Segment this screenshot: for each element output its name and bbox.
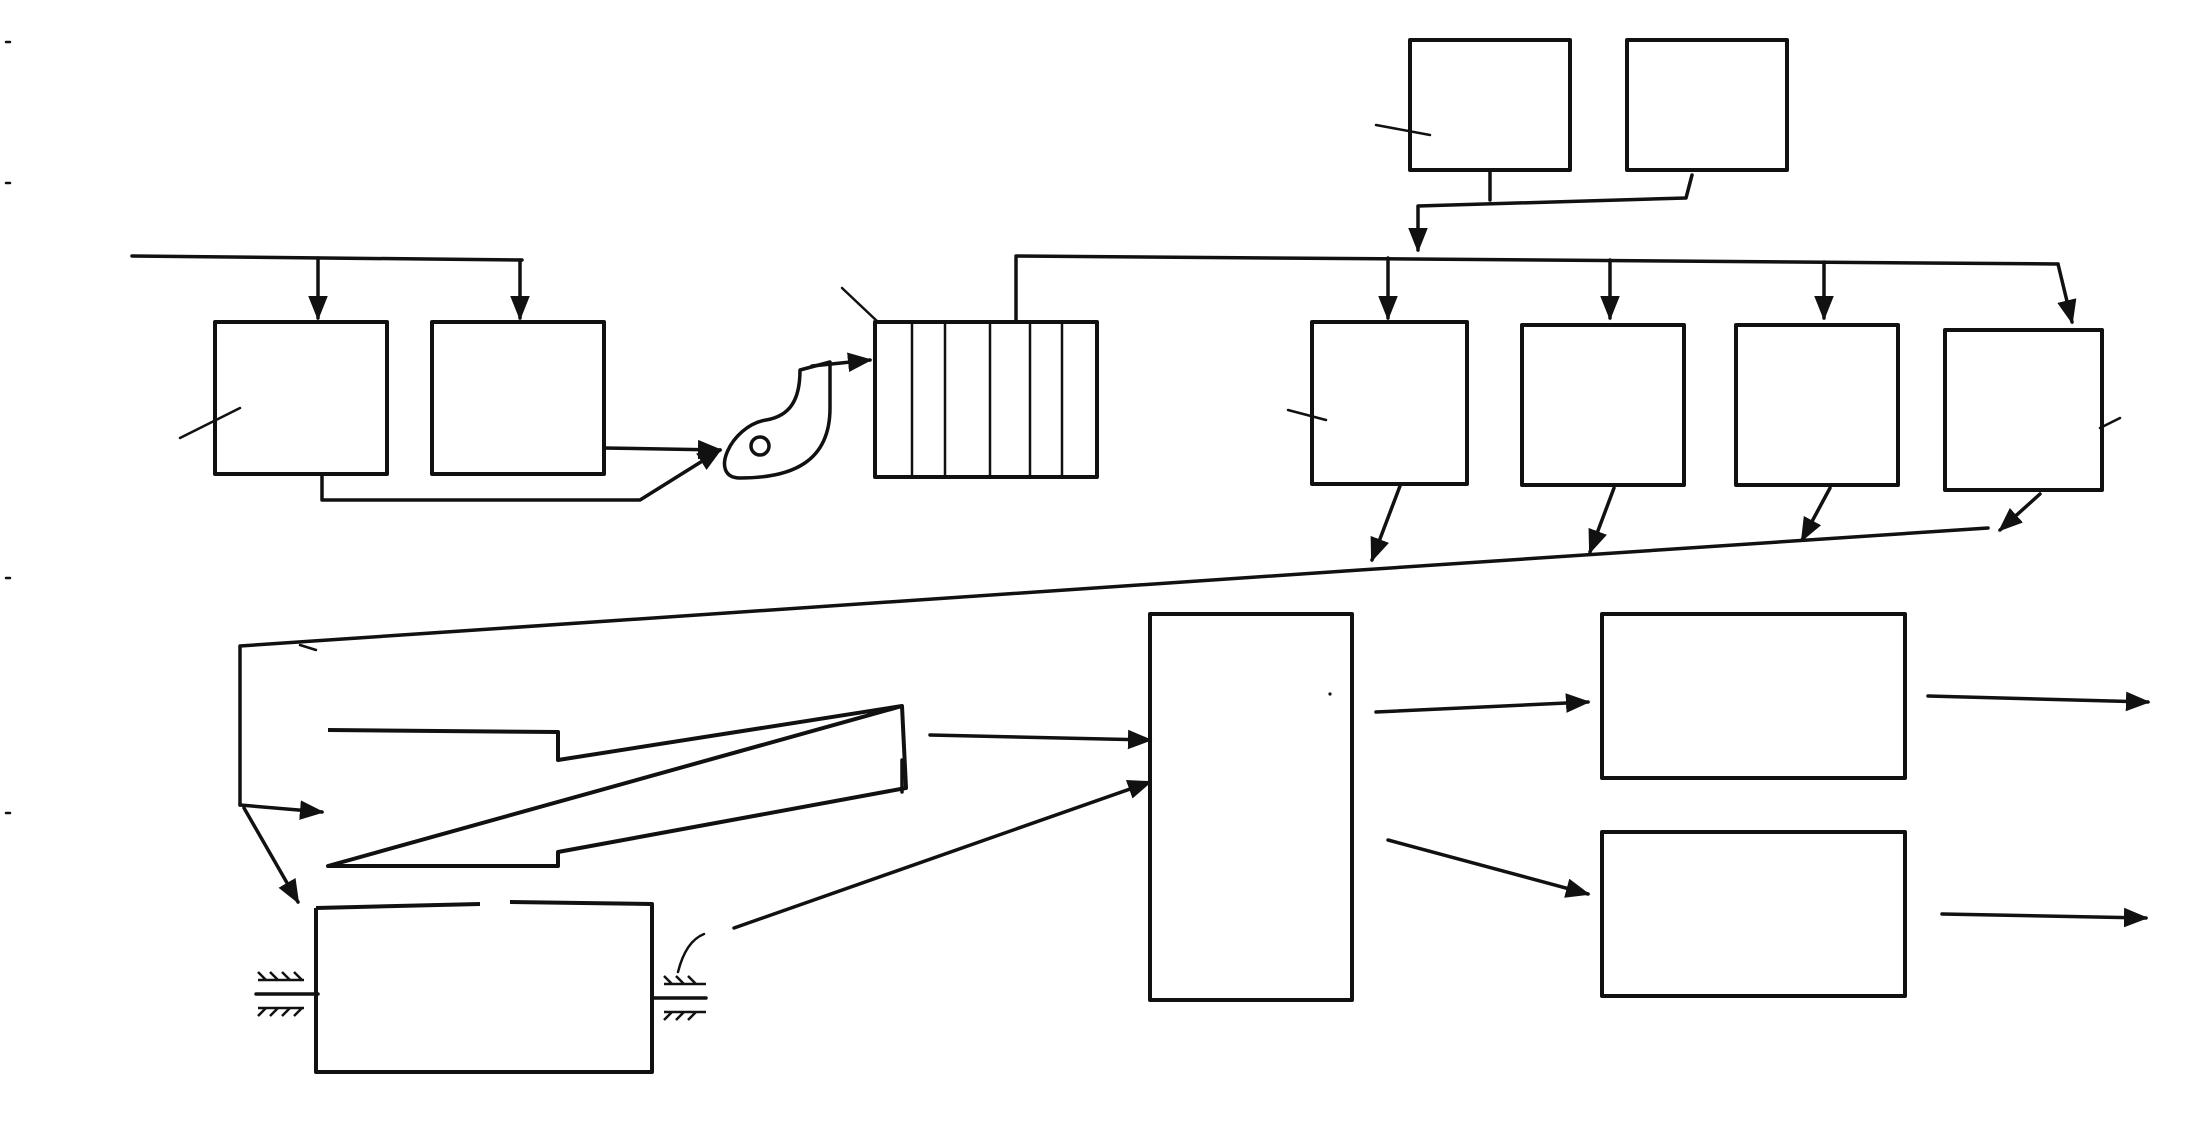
parallel-unit-3 — [1734, 323, 1900, 487]
left-supply-group — [130, 254, 723, 502]
top-unit-1 — [1408, 38, 1572, 172]
parallel-unit-4-leader — [2098, 416, 2122, 430]
filter-unit — [840, 256, 1099, 479]
parallel-out-1 — [1370, 484, 1402, 563]
output-group — [1374, 612, 2151, 998]
filter-plates — [910, 320, 1064, 479]
top-supply-group — [1014, 38, 2060, 266]
left-unit-outflow — [320, 448, 723, 502]
left-bearing-icon — [257, 971, 304, 1017]
left-unit-2-outflow — [602, 439, 723, 460]
parallel-units — [1286, 256, 2122, 563]
drum-unit — [254, 780, 1153, 1074]
blower — [722, 352, 873, 480]
left-unit-2 — [430, 320, 606, 476]
drum-body — [314, 900, 654, 1074]
output-unit-lower — [1600, 830, 1907, 998]
blower-outflow — [810, 352, 873, 373]
stepped-vessel-body — [326, 704, 908, 868]
parallel-out-3 — [1800, 486, 1832, 543]
collector-tick — [298, 643, 318, 652]
blower-housing-icon — [722, 360, 832, 480]
drum-outflow — [732, 780, 1153, 930]
stepped-vessel-outflow — [928, 729, 1153, 750]
filter-body — [873, 320, 1099, 479]
product-out-lower — [1940, 907, 2149, 928]
margin-marks — [4, 40, 12, 815]
parallel-unit-1 — [1310, 320, 1469, 486]
parallel-drop-4 — [2056, 262, 2077, 325]
collector-branch-upper — [238, 800, 325, 820]
top-unit-1-leader — [1374, 123, 1432, 137]
output-unit-upper — [1600, 612, 1907, 780]
parallel-out-4 — [1998, 492, 2042, 532]
separator-out-upper — [1374, 693, 1591, 714]
parallel-unit-4 — [1943, 328, 2104, 492]
right-bearing-icon — [663, 932, 706, 1021]
left-unit-1 — [213, 320, 389, 476]
left-unit-1-leader — [178, 406, 242, 440]
separator-out-lower — [1386, 838, 1591, 898]
left-supply-line — [130, 254, 524, 262]
blower-impeller-icon — [749, 435, 771, 457]
top-unit-2-drop — [1408, 173, 1694, 253]
parallel-unit-1-leader — [1286, 408, 1328, 422]
collector — [238, 526, 1990, 905]
central-separator — [1148, 612, 1354, 1002]
top-header-line — [1014, 254, 2060, 266]
parallel-unit-2 — [1520, 323, 1686, 487]
collector-branch-lower — [242, 806, 300, 905]
collector-line — [238, 526, 1990, 807]
stepped-vessel — [326, 704, 1153, 868]
top-unit-2 — [1625, 38, 1789, 172]
central-separator-dot — [1328, 692, 1332, 696]
parallel-out-2 — [1588, 486, 1616, 555]
product-out-upper — [1926, 691, 2151, 712]
filter-leader — [840, 286, 880, 324]
